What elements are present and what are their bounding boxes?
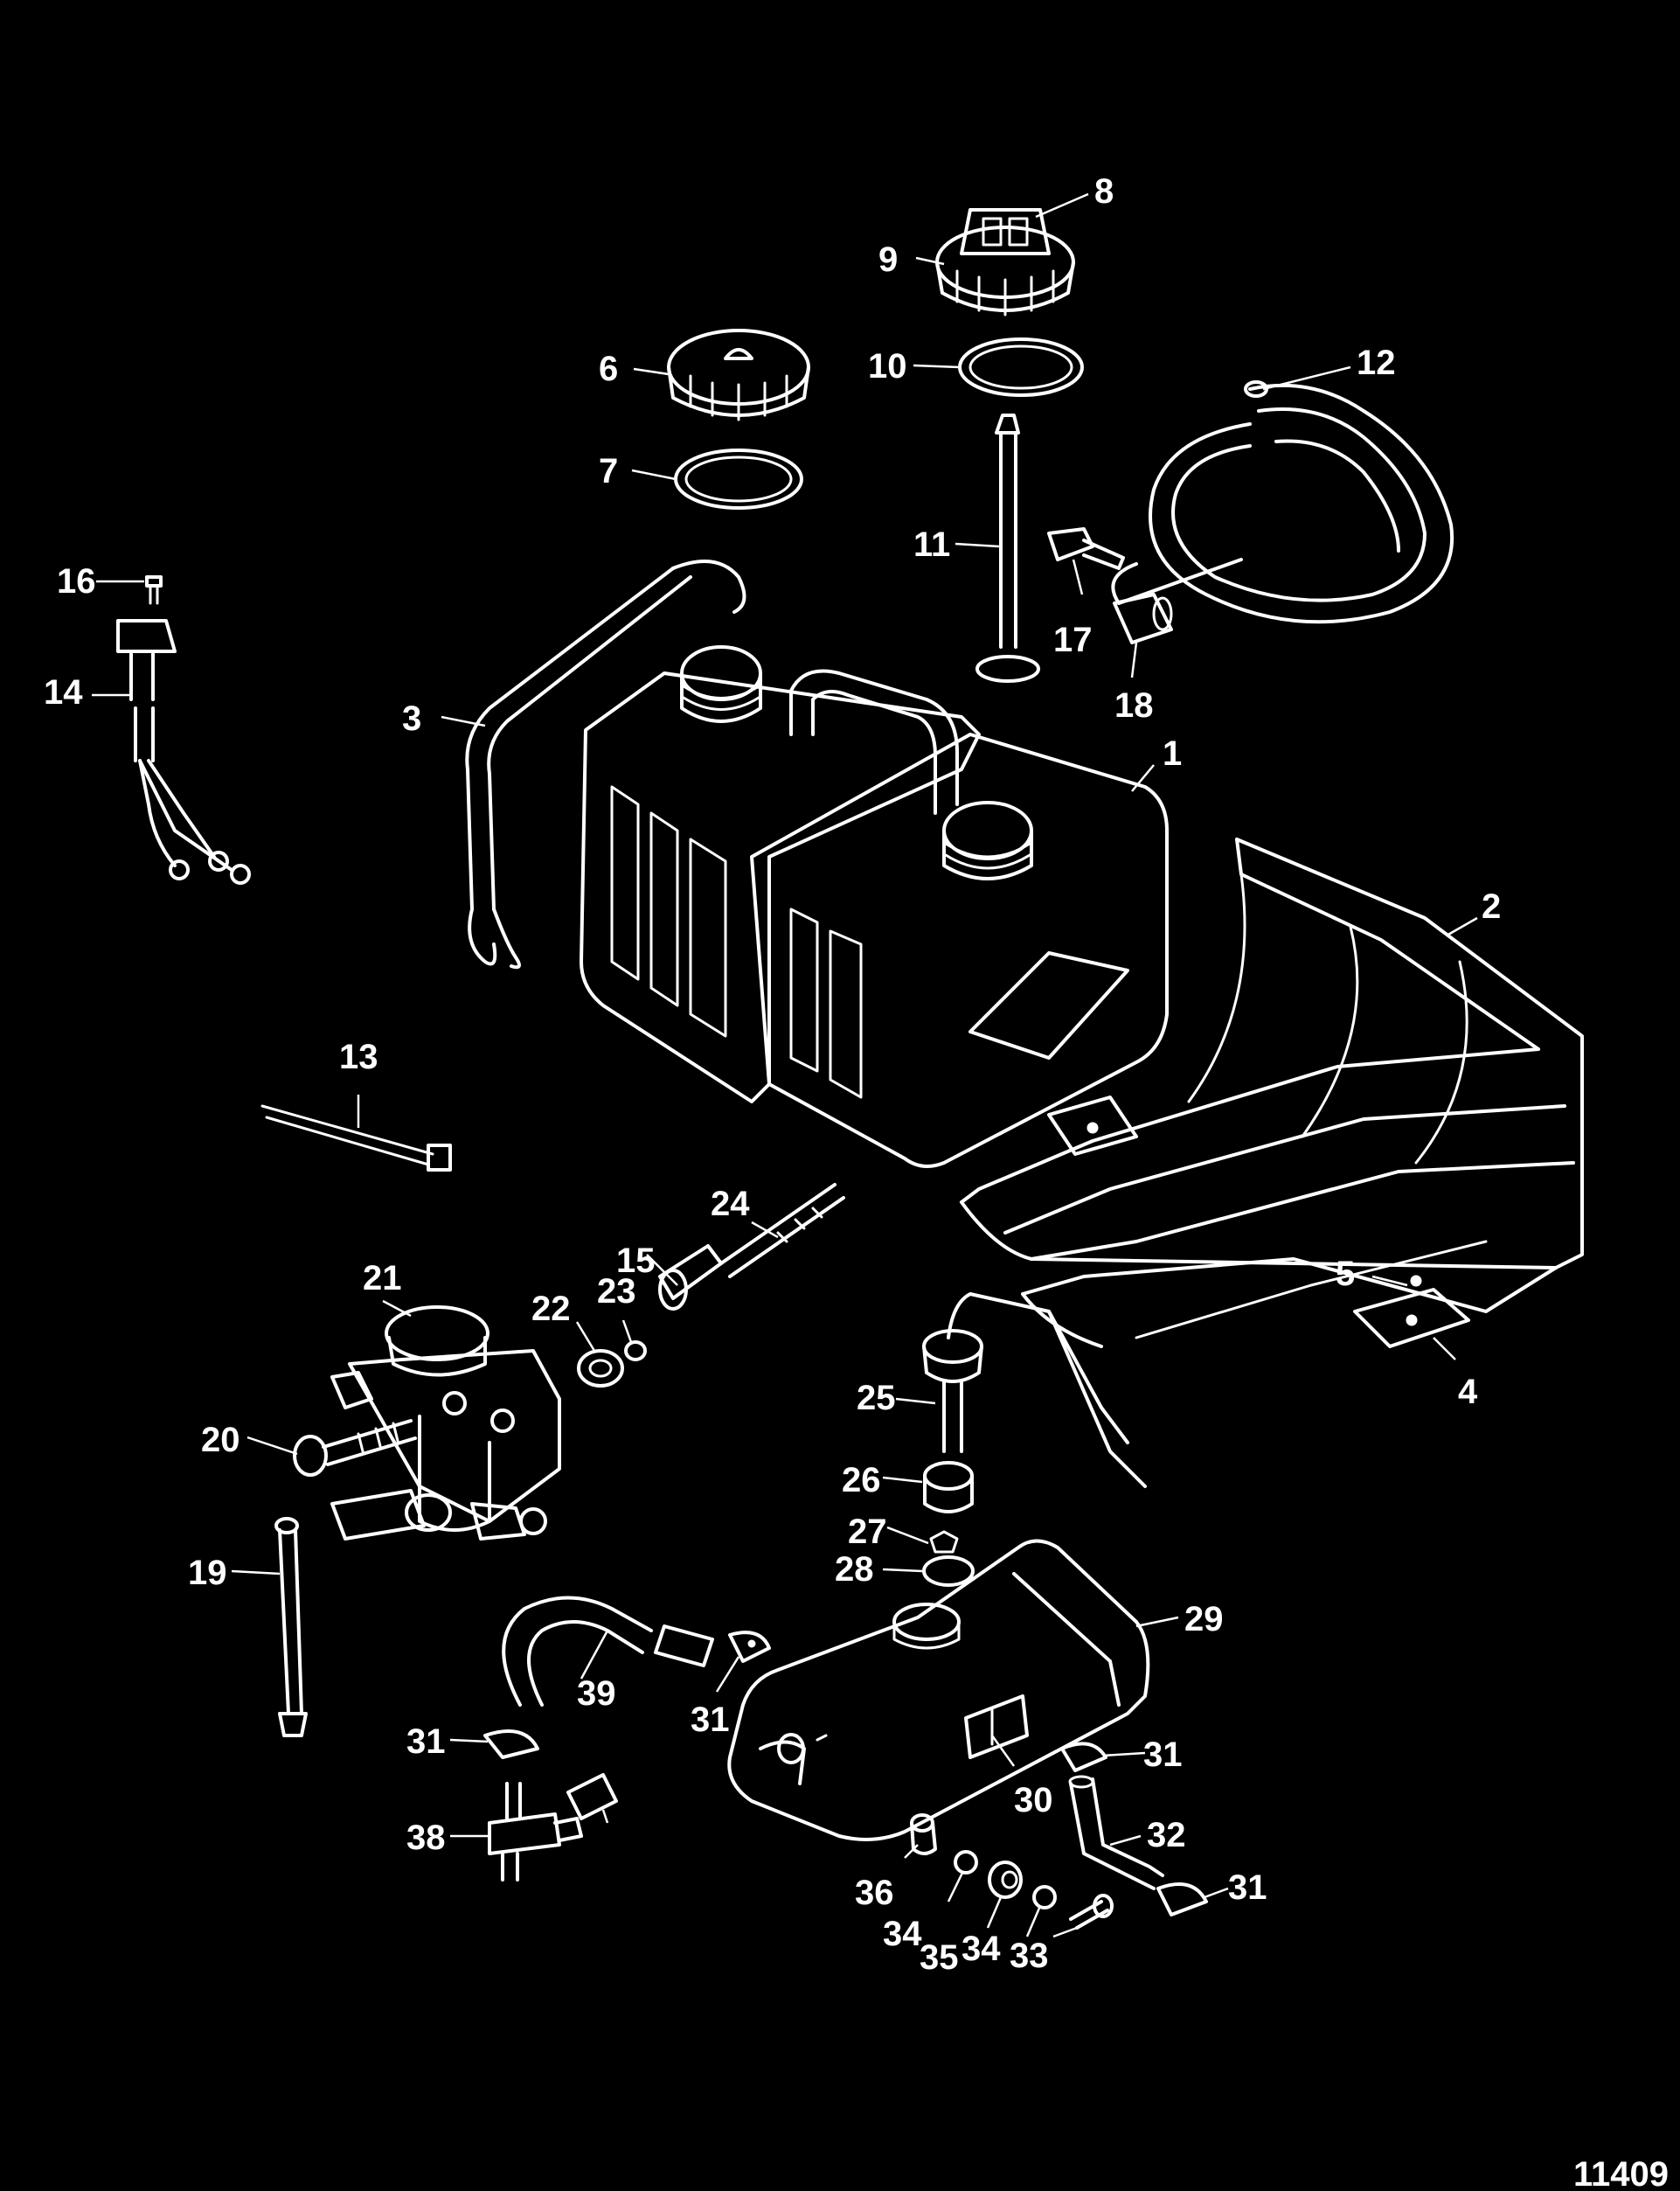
callout-20: 20 [201,1421,240,1459]
callout-36: 36 [855,1874,894,1912]
mount-screw [1069,1894,1114,1930]
elbow-hose [1068,1775,1164,1890]
callout-17: 17 [1053,621,1093,659]
callout-14: 14 [44,673,83,712]
washer-a [954,1850,978,1875]
reservoir-hose [502,1596,714,1707]
hose-clamp-bottom [1156,1882,1208,1916]
star-washer [929,1530,959,1554]
callout-32: 32 [1147,1816,1186,1854]
callout-4: 4 [1458,1373,1478,1411]
oil-pump [330,1305,561,1541]
grommet [577,1349,624,1388]
callout-30: 30 [1014,1781,1053,1819]
wire-harness [116,619,251,885]
callout-22: 22 [531,1290,571,1328]
callout-31-bottom: 31 [1228,1868,1267,1907]
callout-15: 15 [616,1242,656,1280]
callout-31-right: 31 [1143,1735,1183,1774]
callout-10: 10 [868,347,907,386]
o-ring-small [624,1340,647,1361]
callout-25: 25 [857,1379,896,1417]
oil-reservoir [727,1539,1150,1841]
callout-2: 2 [1482,887,1501,926]
callout-27: 27 [848,1513,887,1551]
callout-34-left: 34 [883,1915,922,1953]
callout-38: 38 [406,1819,446,1857]
drive-shaft [719,1183,845,1278]
hose-clamp-left [483,1729,539,1759]
grommet-mount [988,1861,1023,1899]
control-rod [274,1517,308,1737]
callout-28: 28 [835,1550,874,1589]
elbow-fitting [1047,527,1125,570]
leader-lines [92,192,1478,1938]
callout-21: 21 [363,1259,402,1297]
grommet-large [923,1461,974,1513]
callout-8: 8 [1094,172,1114,211]
pump-bolt [293,1419,417,1477]
hose-coupler [566,1773,618,1820]
screw-small [145,575,163,605]
hose-coil [1111,380,1454,624]
callout-11: 11 [913,525,950,564]
sender-gasket [958,337,1084,397]
tray-clip-lower [1353,1275,1470,1348]
o-ring-reservoir [922,1555,975,1587]
callout-39: 39 [577,1674,616,1713]
callout-19: 19 [188,1554,227,1592]
callout-31-upper: 31 [691,1701,730,1739]
callout-35: 35 [920,1938,959,1977]
hose-connector [1113,593,1173,644]
hose-clamp-upper [728,1631,771,1663]
washer-b [1032,1885,1057,1909]
figure-id: 11409 [1573,2155,1669,2191]
cable-tie [260,1104,452,1172]
callout-13: 13 [339,1038,378,1076]
tank-tray [960,838,1584,1348]
callout-24: 24 [711,1185,750,1223]
callout-31-left: 31 [406,1722,446,1761]
callout-29: 29 [1184,1600,1224,1638]
callout-7: 7 [599,452,618,490]
callout-23: 23 [597,1272,636,1311]
tie-down-strap [465,560,746,970]
callout-6: 6 [599,350,618,388]
callout-16: 16 [57,562,96,601]
hose-clamp-right [1060,1742,1107,1772]
callout-18: 18 [1114,686,1154,725]
tray-clip-upper [1047,1096,1138,1156]
reservoir-label [964,1694,1029,1759]
callout-3: 3 [402,699,421,738]
callout-33: 33 [1010,1937,1049,1975]
callout-5: 5 [1336,1255,1355,1293]
callout-34-right: 34 [961,1930,1001,1968]
pickup-tube [975,414,1040,683]
sender-cap [935,208,1075,316]
twin-tank [580,645,1169,1168]
level-sensor-cap [922,1292,1147,1488]
callout-labels: 1 2 3 4 5 6 7 8 9 10 11 12 13 14 15 16 1… [44,172,1501,1977]
callout-26: 26 [842,1461,881,1499]
cap-gasket [674,449,803,510]
tee-fitting [488,1782,583,1881]
callout-9: 9 [878,240,898,279]
fill-cap [667,329,810,421]
callout-12: 12 [1357,344,1396,382]
callout-1: 1 [1163,734,1182,773]
